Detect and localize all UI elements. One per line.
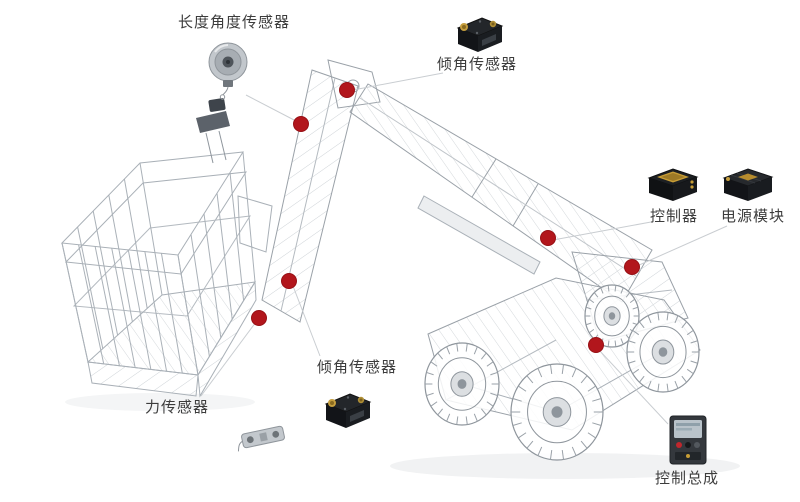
leader-line-controller [552,221,652,241]
leader-line-control-assembly [598,349,669,425]
controller-module-image [644,164,702,204]
marker-dot-force-sensor [251,310,267,326]
label-controller: 控制器 [650,207,699,225]
marker-dot-tilt-sensor-top [339,82,355,98]
label-length-angle-sensor: 长度角度传感器 [178,13,291,31]
power-module-image [719,164,777,204]
main-boom [349,83,653,303]
label-tilt-sensor-bottom: 倾角传感器 [317,358,398,376]
platform-basket [60,151,257,398]
tilt-sensor-image [320,390,376,432]
label-power-module: 电源模块 [721,207,786,225]
draw-wire-sensor-image [204,40,252,100]
marker-dot-controller [540,230,556,246]
leader-line-length-angle-sensor [245,94,297,122]
marker-dot-length-angle-sensor [293,116,309,132]
marker-dot-power-module [624,259,640,275]
leader-line-power-module [636,225,728,267]
tilt-sensor-image [452,14,508,56]
ground-shadow-basket [65,393,255,411]
control-box-image [666,414,710,468]
leader-line-tilt-sensor-bottom [292,285,321,357]
basket-control-fittings [196,98,230,164]
basket-link [237,195,273,253]
label-tilt-sensor-top: 倾角传感器 [437,55,518,73]
marker-dot-tilt-sensor-bottom [281,273,297,289]
leader-line-tilt-sensor-top [352,72,444,91]
load-cell-image [236,420,290,454]
ground-shadow [390,453,740,479]
label-control-assembly: 控制总成 [655,469,720,487]
label-force-sensor: 力传感器 [145,398,210,416]
marker-dot-control-assembly [588,337,604,353]
leader-line-force-sensor [200,321,257,397]
